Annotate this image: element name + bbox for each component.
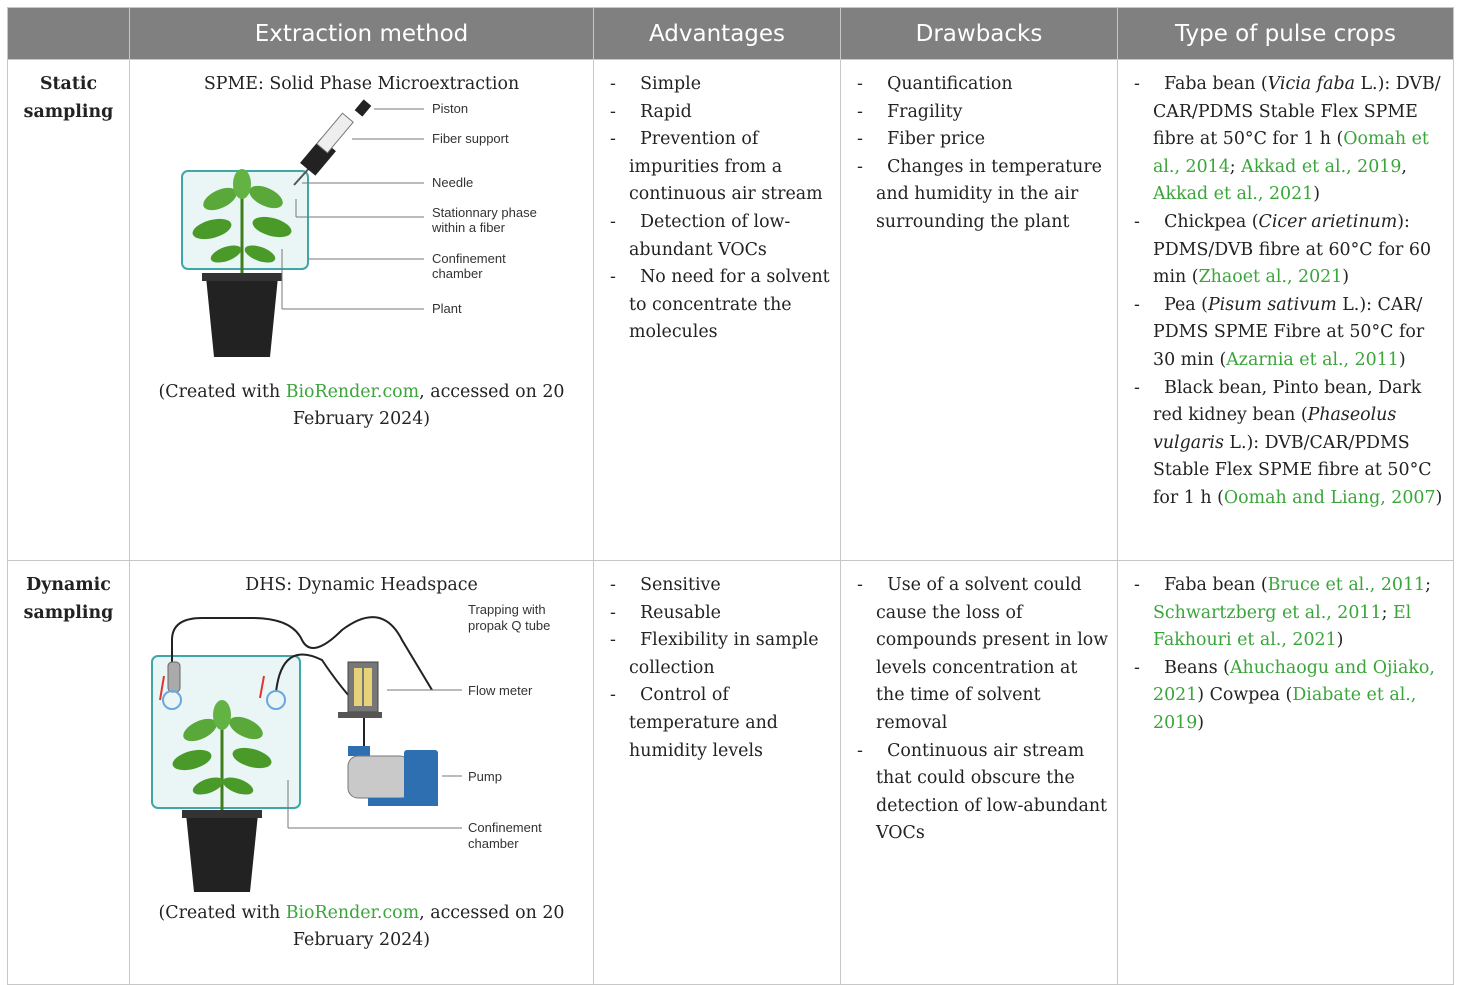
- crops-cell: - Faba bean (Bruce et al., 2011; Schwart…: [1117, 560, 1454, 985]
- label-stationary-phase: Stationnary phase: [432, 205, 537, 220]
- list-item: - Simple: [610, 74, 702, 94]
- pot-icon: [205, 276, 278, 357]
- header-drawbacks: Drawbacks: [840, 7, 1118, 60]
- list-item: - Quantification: [857, 74, 1013, 94]
- drawbacks-cell: - Quantification - Fragility - Fiber pri…: [840, 59, 1118, 561]
- method-title: SPME: Solid Phase Microextraction: [203, 74, 520, 94]
- list-item: - Prevention of impurities from a contin…: [610, 129, 823, 205]
- list-item: - Flexibility in sample collection: [610, 630, 819, 678]
- list-item: - Faba bean (Vicia faba L.): DVB/ CAR/PD…: [1134, 74, 1441, 205]
- header-advantages: Advantages: [593, 7, 841, 60]
- airflow-arrow-icon: [258, 675, 265, 698]
- flow-meter-icon: [337, 661, 382, 718]
- header-pulse-crops: Type of pulse crops: [1117, 7, 1454, 60]
- syringe-icon: [292, 99, 371, 186]
- list-item: - Pea (Pisum sativum L.): CAR/ PDMS SPME…: [1134, 294, 1425, 370]
- header-extraction-method: Extraction method: [129, 7, 594, 60]
- list-item: - Sensitive: [610, 575, 721, 595]
- label-confinement: Confinement: [468, 820, 542, 835]
- list-item: - Rapid: [610, 101, 692, 122]
- label-propak: propak Q tube: [468, 618, 550, 633]
- reference-link[interactable]: Bruce et al., 2011: [1267, 575, 1426, 595]
- trap-tube-icon: [167, 661, 180, 693]
- list-item: - Fragility: [857, 101, 963, 122]
- pot-icon: [185, 813, 258, 892]
- label-within-fiber: within a fiber: [431, 220, 506, 235]
- reference-link[interactable]: Zhaoet al., 2021: [1198, 267, 1343, 288]
- list-item: - Chickpea (Cicer arietinum): PDMS/DVB f…: [1134, 211, 1432, 288]
- list-item: - Black bean, Pinto bean, Dark red kidne…: [1134, 377, 1443, 508]
- reference-link[interactable]: Ahuchaogu and Ojiako, 2021: [1153, 657, 1435, 706]
- header-blank: [7, 7, 130, 60]
- crops-cell: - Faba bean (Vicia faba L.): DVB/ CAR/PD…: [1117, 59, 1454, 561]
- list-item: - Beans (Ahuchaogu and Ojiako, 2021) Cow…: [1134, 657, 1435, 733]
- biorender-link[interactable]: BioRender.com: [285, 381, 420, 402]
- plant-icon: [172, 699, 271, 812]
- reference-link[interactable]: Akkad et al., 2019: [1241, 156, 1402, 177]
- reference-link[interactable]: Oomah and Liang, 2007: [1223, 487, 1436, 508]
- label-fiber-support: Fiber support: [432, 131, 509, 146]
- method-cell-dhs: DHS: Dynamic Headspace: [129, 560, 594, 985]
- label-confinement: Confinement: [432, 251, 506, 266]
- list-item: - Control of temperature and humidity le…: [610, 685, 778, 761]
- label-chamber: chamber: [468, 836, 519, 851]
- header-row: Extraction method Advantages Drawbacks T…: [7, 7, 1454, 60]
- reference-link[interactable]: Oomah et al., 2014: [1153, 129, 1429, 177]
- advantages-cell: - Sensitive - Reusable - Flexibility in …: [593, 560, 841, 985]
- dhs-figure: Trapping with propak Q tube Flow meter P…: [150, 602, 550, 892]
- list-item: - No need for a solvent to concentrate t…: [610, 267, 830, 343]
- extraction-methods-table: Extraction method Advantages Drawbacks T…: [7, 7, 1454, 985]
- reference-link[interactable]: Azarnia et al., 2011: [1226, 349, 1399, 370]
- label-needle: Needle: [432, 175, 473, 190]
- spme-figure: Piston Fiber support Needle Stationnary …: [180, 99, 537, 357]
- list-item: - Reusable: [610, 602, 721, 623]
- list-item: - Use of a solvent could cause the loss …: [857, 575, 1109, 733]
- row-label-dynamic: Dynamic sampling: [7, 560, 130, 985]
- table-row: Dynamic sampling DHS: Dynamic Headspace: [7, 560, 1454, 985]
- label-pump: Pump: [468, 769, 502, 784]
- row-label-static: Static sampling: [7, 59, 130, 561]
- label-chamber: chamber: [432, 266, 483, 281]
- label-piston: Piston: [432, 101, 468, 116]
- label-flow-meter: Flow meter: [468, 683, 533, 698]
- label-plant: Plant: [432, 301, 462, 316]
- pump-icon: [347, 745, 438, 806]
- table-row: Static sampling SPME: Solid Phase Microe…: [7, 59, 1454, 561]
- biorender-link[interactable]: BioRender.com: [285, 902, 420, 923]
- list-item: - Continuous air stream that could obscu…: [857, 740, 1108, 844]
- list-item: - Fiber price: [857, 129, 985, 150]
- list-item: - Detection of low-abundant VOCs: [610, 211, 791, 260]
- airflow-arrow-icon: [158, 675, 165, 700]
- method-cell-spme: SPME: Solid Phase Microextraction: [129, 59, 594, 561]
- drawbacks-cell: - Use of a solvent could cause the loss …: [840, 560, 1118, 985]
- reference-link[interactable]: Diabate et al., 2019: [1153, 685, 1417, 733]
- tube-line: [170, 615, 433, 692]
- advantages-cell: - Simple - Rapid - Prevention of impurit…: [593, 59, 841, 561]
- confinement-chamber-shape: [150, 654, 301, 809]
- figure-caption: (Created with BioRender.com, accessed on…: [158, 902, 565, 951]
- reference-link[interactable]: Schwartzberg et al., 2011: [1153, 602, 1382, 623]
- plant-icon: [192, 168, 291, 279]
- list-item: - Faba bean (Bruce et al., 2011; Schwart…: [1134, 575, 1431, 651]
- reference-link[interactable]: El Fakhouri et al., 2021: [1153, 602, 1412, 651]
- reference-link[interactable]: Akkad et al., 2021: [1153, 184, 1314, 205]
- figure-caption: (Created with BioRender.com, accessed on…: [158, 381, 565, 430]
- list-item: - Changes in temperature and humidity in…: [857, 156, 1102, 232]
- method-title: DHS: Dynamic Headspace: [245, 575, 478, 595]
- label-trapping: Trapping with: [468, 602, 546, 617]
